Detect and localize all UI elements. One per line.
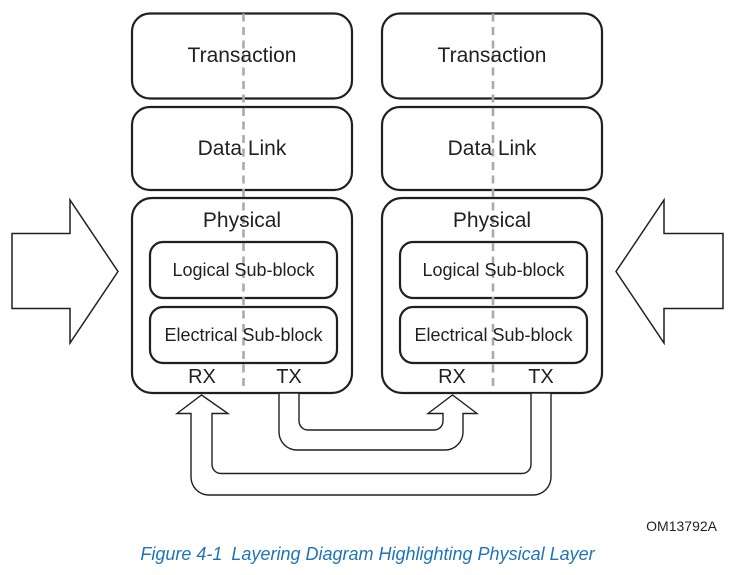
tx-port-label-left: TX (276, 365, 302, 388)
figure-caption-label: Figure 4-1 (140, 544, 223, 564)
data-link-label-right: Data Link (447, 136, 537, 160)
figure-caption-title: Layering Diagram Highlighting Physical L… (231, 544, 595, 564)
tx-to-rx-tube-left-to-right (278, 392, 480, 451)
transaction-label-right: Transaction (437, 44, 547, 67)
transaction-label-left: Transaction (187, 44, 297, 67)
data-link-label-left: Data Link (197, 136, 287, 160)
physical-label-left: Physical (202, 209, 282, 232)
tx-to-rx-tube-right-to-left (174, 392, 552, 496)
figure-watermark: OM13792A (646, 518, 717, 534)
data-link-box-left (130, 105, 354, 192)
rx-port-label-right: RX (438, 365, 466, 388)
figure-caption: Figure 4-1 Layering Diagram Highlighting… (0, 544, 735, 565)
electrical-sub-block-label-left: Electrical Sub-block (164, 324, 323, 345)
rx-port-label-left: RX (188, 365, 216, 388)
inbound-link-arrow-left (11, 197, 119, 346)
transaction-box-left (130, 12, 354, 100)
physical-label-right: Physical (452, 209, 532, 232)
inbound-link-arrow-right (615, 197, 724, 346)
logical-sub-block-label-right: Logical Sub-block (422, 259, 565, 280)
logical-sub-block-label-left: Logical Sub-block (172, 259, 315, 280)
electrical-sub-block-label-right: Electrical Sub-block (414, 324, 573, 345)
tx-port-label-right: TX (528, 365, 554, 388)
electrical-sub-block-box-right (398, 305, 589, 365)
electrical-sub-block-box-left (148, 305, 339, 365)
